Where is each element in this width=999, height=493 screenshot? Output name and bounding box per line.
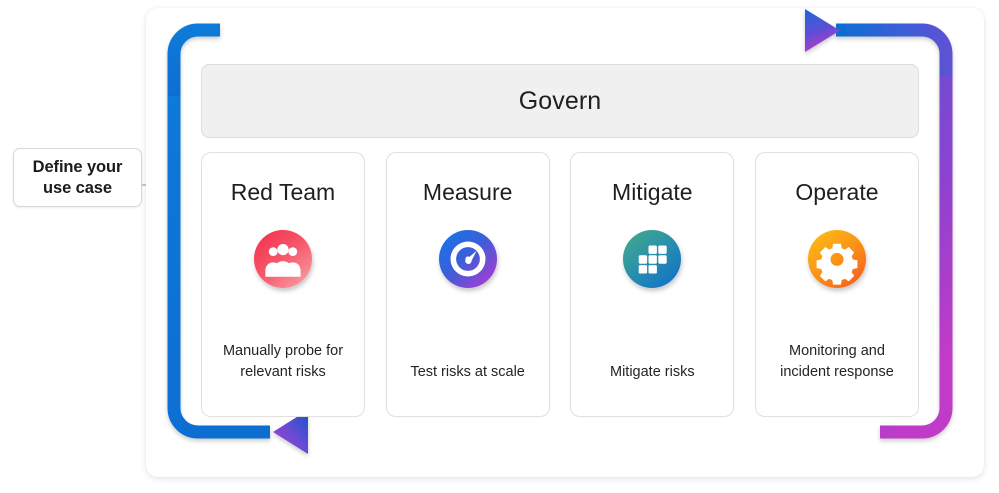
lifecycle-content: Govern Red Team xyxy=(188,52,934,430)
govern-label: Govern xyxy=(518,86,602,115)
loop-arrow-top-right-icon xyxy=(805,9,840,52)
stage-card-red-team[interactable]: Red Team xyxy=(201,152,365,417)
stage-card-operate[interactable]: Operate xyxy=(754,152,919,417)
people-group-icon xyxy=(249,226,317,294)
loop-rail-left xyxy=(167,23,220,96)
define-use-case-label: Define your use case xyxy=(33,157,123,198)
stage-title: Operate xyxy=(795,179,879,205)
stage-title: Mitigate xyxy=(612,179,693,205)
stage-description: Manually probe for relevant risks xyxy=(222,343,344,380)
stage-title: Red Team xyxy=(230,179,336,205)
blocks-grid-icon xyxy=(618,226,686,294)
gear-icon xyxy=(803,226,871,294)
loop-arrow-bottom-left-icon xyxy=(273,410,308,454)
define-use-case-line2: use case xyxy=(43,178,112,197)
loop-rail-bottom-left xyxy=(167,76,270,439)
stage-description: Mitigate risks xyxy=(610,363,695,380)
stage-description: Test risks at scale xyxy=(410,363,525,380)
stage-title: Measure xyxy=(422,179,513,205)
stage-description: Monitoring and incident response xyxy=(780,343,894,380)
lifecycle-loop xyxy=(167,9,953,454)
govern-banner: Govern xyxy=(201,64,919,138)
stage-card-mitigate[interactable]: Mitigate xyxy=(570,152,735,417)
define-use-case-box: Define your use case xyxy=(13,148,142,207)
stage-card-measure[interactable]: Measure xyxy=(385,152,550,417)
loop-rail-right xyxy=(880,76,953,439)
define-use-case-line1: Define your xyxy=(32,157,123,176)
stage-cards-row: Red Team xyxy=(201,152,919,417)
loop-rail-top-right xyxy=(836,23,953,94)
gauge-speedometer-icon xyxy=(434,226,502,294)
